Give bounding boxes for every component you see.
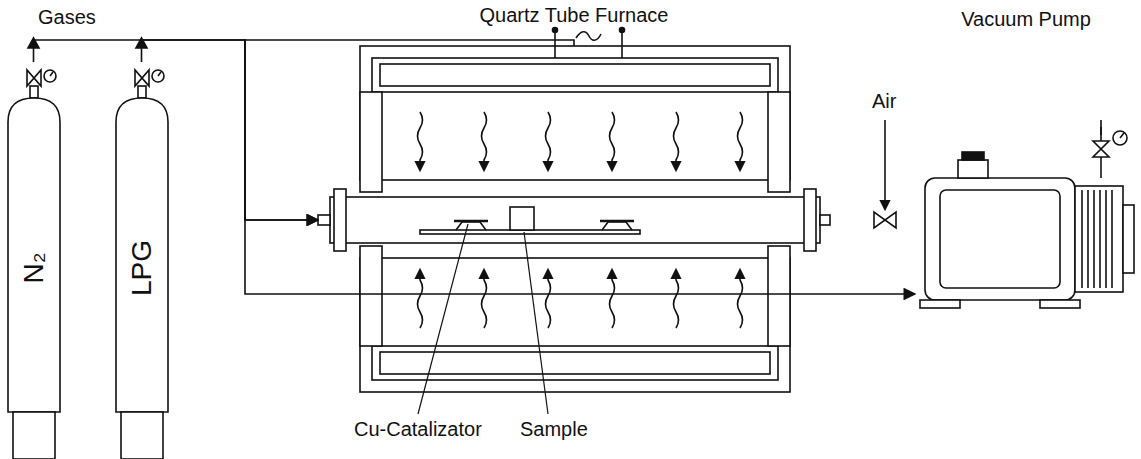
heater-plate xyxy=(380,352,770,374)
gas-line xyxy=(245,40,915,294)
tube-flange xyxy=(804,189,816,251)
gas-cylinder: N₂ xyxy=(5,62,62,459)
unit-heading: Quartz Tube Furnace xyxy=(480,4,669,27)
furnace-end xyxy=(360,246,382,346)
air-arrow xyxy=(884,120,886,209)
cu-catalyst xyxy=(600,220,634,223)
gas-line xyxy=(34,40,319,220)
cu-catalyst xyxy=(454,220,488,223)
heater-plate xyxy=(372,58,778,92)
gas-cylinder: LPG xyxy=(113,62,170,459)
furnace-housing xyxy=(360,46,790,180)
group-label: Gases xyxy=(36,6,98,29)
ac-symbol xyxy=(576,32,601,41)
leader-line xyxy=(524,232,548,414)
cylinder-label: N₂ xyxy=(17,253,49,284)
cylinder-label: LPG xyxy=(125,240,157,296)
terminal xyxy=(553,28,558,33)
heat-arrows xyxy=(418,112,743,328)
part-label: Cu-Catalizator xyxy=(352,418,484,441)
part-label: Sample xyxy=(518,418,590,441)
catalyst-holder xyxy=(602,222,632,230)
furnace-end xyxy=(768,92,790,192)
heater-plate xyxy=(372,346,778,380)
motor-ribs xyxy=(1082,190,1112,288)
catalyst-holder xyxy=(456,222,486,230)
furnace-end xyxy=(360,92,382,192)
tube-outlet xyxy=(820,215,830,225)
terminal xyxy=(554,32,556,58)
vacuum-pump: Vacuum Pump xyxy=(915,120,1137,320)
terminal xyxy=(621,32,623,58)
inlet-label: Air xyxy=(870,90,898,113)
tube-inlet xyxy=(318,215,330,225)
vacuum-pump xyxy=(920,120,1134,308)
terminal xyxy=(620,28,625,33)
furnace-end xyxy=(768,246,790,346)
tube-furnace: Quartz Tube Furnace xyxy=(318,46,830,392)
unit-heading: Vacuum Pump xyxy=(961,8,1091,31)
leader-line xyxy=(418,224,468,414)
furnace-housing xyxy=(360,258,790,392)
sample xyxy=(510,207,534,230)
heater-plate xyxy=(380,64,770,86)
quartz-tube xyxy=(330,197,820,243)
air-valve xyxy=(874,212,896,228)
tube-flange xyxy=(334,189,346,251)
